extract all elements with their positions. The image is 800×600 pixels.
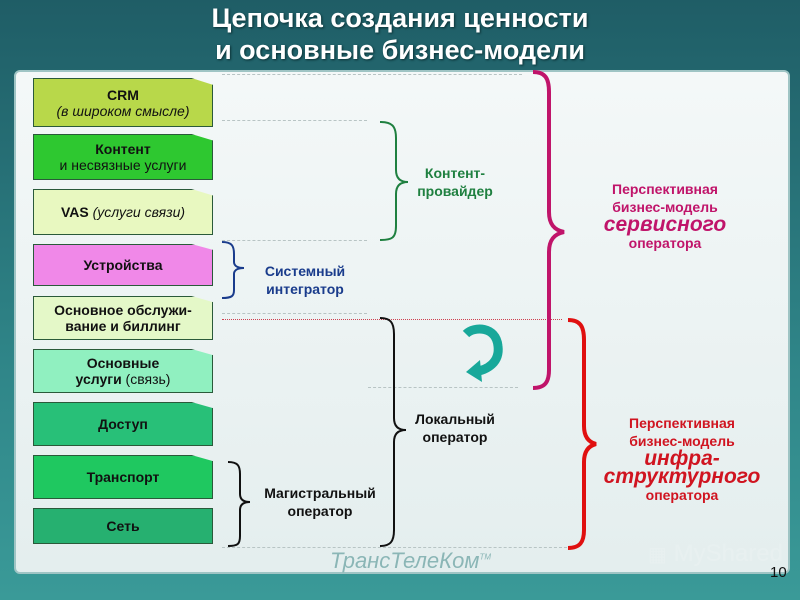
page-number: 10 — [770, 564, 787, 581]
infra-line-1: Перспективная — [629, 415, 735, 431]
layer-content-title: Контент — [95, 141, 151, 157]
layer-vas: VAS (услуги связи) — [33, 189, 213, 235]
service-line-1: Перспективная — [612, 181, 718, 197]
guide-line — [368, 387, 518, 388]
guide-line — [222, 240, 367, 241]
logo-trademark: TM — [479, 552, 491, 562]
watermark-text: MyShared — [673, 540, 783, 567]
layer-basic-services: Основные услуги (связь) — [33, 349, 213, 393]
company-logo: ТрансТелеКомTM — [330, 548, 491, 574]
layer-crm-title: CRM — [107, 86, 139, 103]
layer-crm: CRM (в широком смысле) — [33, 78, 213, 127]
infra-line-5: оператора — [645, 487, 719, 503]
layer-devices: Устройства — [33, 244, 213, 286]
content-provider-label: Контент- провайдер — [417, 165, 493, 199]
layer-devices-title: Устройства — [83, 257, 163, 273]
infra-line-3: инфра- — [644, 447, 720, 470]
presentation-icon: ▦ — [648, 544, 667, 566]
layer-billing-subtitle: вание и биллинг — [65, 318, 181, 334]
infra-line-4: структурного — [603, 465, 761, 488]
layer-basic-subtitle: услуги — [75, 371, 122, 387]
title-line-1: Цепочка создания ценности — [211, 3, 589, 33]
layer-basic-subtitle-rest: (связь) — [121, 371, 171, 387]
layer-vas-title: VAS — [60, 204, 89, 220]
guide-line — [222, 313, 367, 314]
layer-billing-title: Основное обслужи- — [54, 302, 192, 318]
layer-basic-title: Основные — [86, 355, 160, 371]
layer-billing: Основное обслужи- вание и биллинг — [33, 296, 213, 340]
logo-text: ТрансТелеКом — [330, 548, 480, 573]
guide-line — [222, 120, 367, 121]
layer-transport-title: Транспорт — [86, 469, 160, 485]
service-line-2: бизнес-модель — [612, 199, 718, 215]
layer-content: Контент и несвязные услуги — [33, 134, 213, 180]
layer-access-title: Доступ — [98, 416, 148, 432]
layer-network: Сеть — [33, 508, 213, 544]
service-line-3: сервисного — [603, 213, 727, 236]
page-title: Цепочка создания ценности и основные биз… — [0, 2, 800, 66]
layer-transport: Транспорт — [33, 455, 213, 499]
layer-network-title: Сеть — [106, 518, 140, 534]
layer-crm-subtitle: (в широком смысле) — [56, 102, 190, 119]
system-integrator-label: Системный интегратор — [264, 263, 346, 297]
infra-line-2: бизнес-модель — [629, 433, 735, 449]
service-line-4: оператора — [628, 235, 702, 251]
watermark: ▦ MyShared — [648, 540, 783, 568]
title-line-2: и основные бизнес-модели — [215, 35, 585, 65]
layer-vas-subtitle: (услуги связи) — [88, 204, 186, 220]
local-operator-label: Локальный оператор — [415, 411, 495, 445]
guide-line-red — [222, 319, 562, 320]
layer-content-subtitle: и несвязные услуги — [59, 157, 187, 173]
guide-line — [222, 547, 567, 548]
backbone-operator-label: Магистральный оператор — [264, 485, 376, 519]
guide-line — [222, 74, 522, 75]
service-operator-label: Перспективная бизнес-модель сервисного о… — [565, 180, 765, 252]
infra-operator-label: Перспективная бизнес-модель инфра- струк… — [582, 414, 782, 504]
layer-access: Доступ — [33, 402, 213, 446]
